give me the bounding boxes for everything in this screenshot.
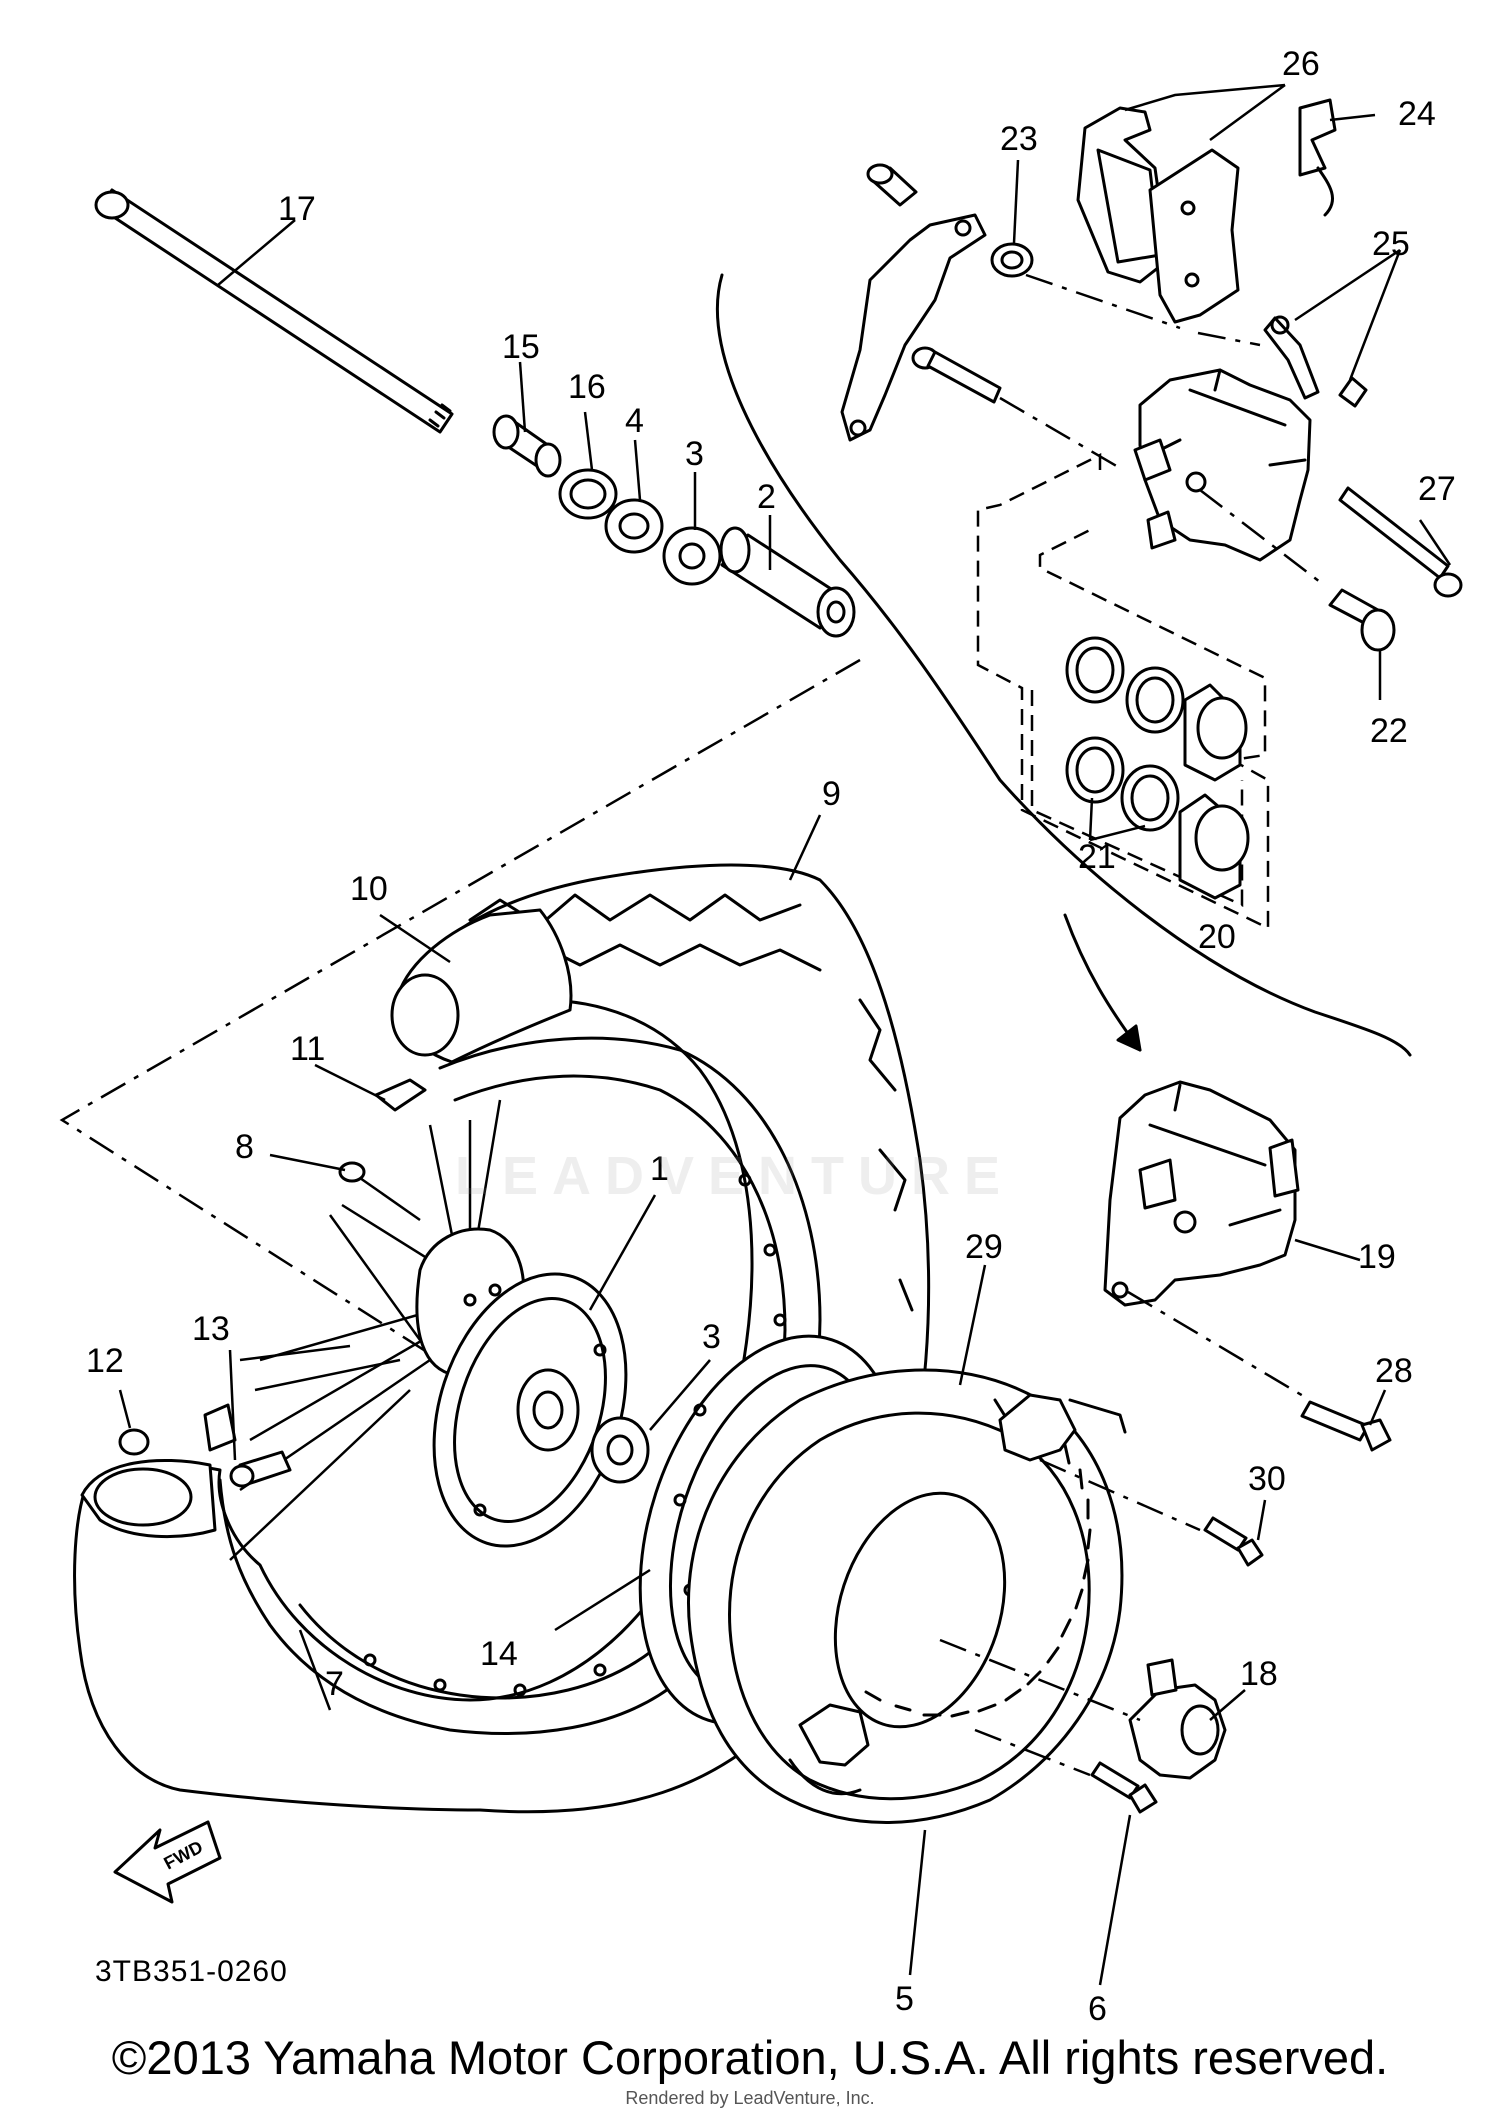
boot-23 [990, 242, 1034, 278]
callout-21: 21 [1078, 838, 1116, 876]
callout-15: 15 [502, 328, 540, 366]
front-hub-1 [415, 1227, 628, 1548]
callout-6: 6 [1088, 1990, 1107, 2028]
bolt-6 [1090, 1761, 1158, 1814]
front-axle [94, 188, 454, 434]
fwd-arrow: FWD [113, 1820, 222, 1904]
bearing-4 [604, 498, 664, 554]
bleed-screw-25 [1263, 315, 1368, 408]
caliper-body-upper [1133, 368, 1312, 562]
speedometer-gear-unit-18 [1128, 1658, 1227, 1780]
callout-7: 7 [325, 1665, 344, 1703]
tire-cross-section [80, 1403, 237, 1539]
callout-3-lower: 3 [702, 1318, 721, 1356]
piston-seals [1065, 636, 1185, 832]
callout-11: 11 [290, 1030, 325, 1068]
callout-14: 14 [480, 1635, 518, 1673]
callout-22: 22 [1370, 712, 1408, 750]
callout-29: 29 [965, 1228, 1003, 1266]
callout-16: 16 [568, 368, 606, 406]
spoke-13 [229, 1450, 292, 1488]
valve-cap-12 [118, 1428, 150, 1456]
callout-24: 24 [1398, 95, 1436, 133]
spoke-nipple-8 [338, 1161, 421, 1222]
disc-cover-clip [788, 1703, 870, 1796]
callout-20: 20 [1198, 918, 1236, 956]
callout-18: 18 [1240, 1655, 1278, 1693]
bolt-22 [1328, 588, 1396, 652]
callout-4: 4 [625, 402, 644, 440]
callout-9: 9 [822, 775, 841, 813]
brake-pad-26-a [1076, 106, 1170, 284]
callout-10: 10 [350, 870, 388, 908]
callout-labels: 17 15 16 4 3 2 23 26 24 25 27 22 21 20 9… [86, 45, 1456, 2028]
bearing-3-lower [590, 1416, 650, 1484]
callout-2: 2 [757, 478, 776, 516]
bearing-3-upper [662, 526, 722, 586]
caliper-bracket [840, 213, 987, 442]
callout-12: 12 [86, 1342, 124, 1380]
callout-27: 27 [1418, 470, 1456, 508]
rendered-by-credit: Rendered by LeadVenture, Inc. [625, 2088, 875, 2108]
pad-spring-24 [1298, 98, 1337, 217]
brake-pad-26-b [1148, 148, 1240, 324]
callout-13: 13 [192, 1310, 230, 1348]
callout-30: 30 [1248, 1460, 1286, 1498]
callout-8: 8 [235, 1128, 254, 1166]
oil-seal-16 [558, 468, 618, 520]
front-caliper-19 [1103, 1080, 1300, 1307]
slide-pin [911, 346, 1002, 404]
callout-3-upper: 3 [685, 435, 704, 473]
spacer-2 [719, 526, 856, 638]
bolt-27 [1338, 486, 1463, 598]
callout-23: 23 [1000, 120, 1038, 158]
caliper-guard [998, 1393, 1127, 1462]
watermark: LEADVENTURE [455, 1146, 1015, 1206]
callout-17: 17 [278, 190, 316, 228]
spacer-15 [492, 414, 562, 478]
callout-25: 25 [1372, 225, 1410, 263]
callout-1: 1 [650, 1150, 669, 1188]
callout-19: 19 [1358, 1238, 1396, 1276]
pistons [1178, 683, 1250, 900]
brake-disc-cover-29 [687, 1368, 1124, 1824]
rim-band-11 [374, 1078, 427, 1112]
callout-5: 5 [895, 1980, 914, 2018]
callout-28: 28 [1375, 1352, 1413, 1390]
diagram-reference-code: 3TB351-0260 [95, 1955, 288, 1988]
copyright-notice: ©2013 Yamaha Motor Corporation, U.S.A. A… [111, 2031, 1389, 2084]
leader-lines [118, 83, 1452, 1986]
bolt-28 [1300, 1400, 1392, 1452]
callout-26: 26 [1282, 45, 1320, 83]
sleeve-bolt [866, 163, 918, 207]
bolt-30 [1203, 1516, 1264, 1567]
tube-10 [390, 908, 573, 1064]
